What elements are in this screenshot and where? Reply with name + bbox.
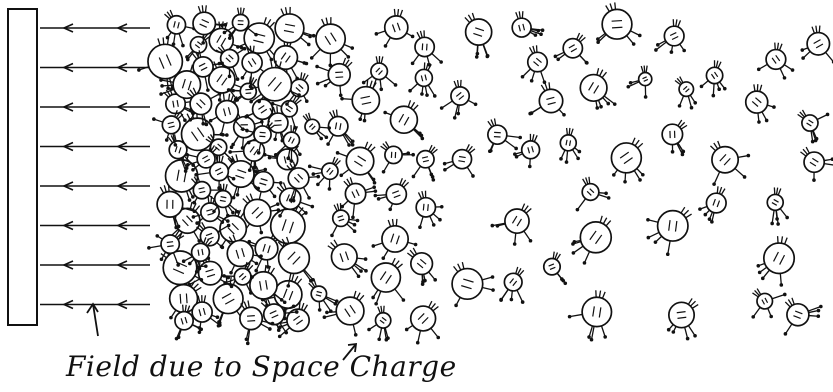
electron [367,306,391,342]
electron [411,30,443,66]
electron [309,280,339,313]
electron [383,100,424,140]
electron [611,138,644,184]
electron [675,77,697,110]
electron [580,68,616,110]
electron [568,290,612,341]
electron [303,113,331,141]
electron [784,298,823,336]
electron [596,2,642,45]
electron [512,11,544,37]
electron-cloud [137,2,833,345]
electron [667,298,698,340]
electron [465,13,492,59]
electron [336,142,377,185]
caption-pointer-left [87,304,98,336]
electron [700,60,727,97]
electron [798,110,830,143]
electron [662,120,687,156]
electron [559,128,581,164]
electron [756,236,794,287]
electron [710,141,750,186]
electron [513,134,539,168]
electron [275,7,315,46]
electron [310,17,354,67]
electrode-plate [8,9,37,325]
electron [528,82,565,116]
electron [800,26,833,64]
electron [440,80,478,120]
electron [340,80,379,123]
electron [626,66,651,99]
electron [751,289,786,319]
electron [646,207,691,256]
electron [654,19,686,54]
electron [407,248,437,286]
electron [452,262,495,307]
electron [698,186,726,223]
electron [412,145,438,182]
electron [554,33,589,65]
electron [499,267,524,304]
electron [328,240,368,278]
electron [491,204,533,246]
electron [488,118,522,153]
electron [315,58,352,97]
diagram-caption: Field due to Space Charge [66,350,457,383]
electron [374,178,409,211]
electron [571,216,611,265]
electron [767,187,789,225]
electron [521,45,548,84]
electron [371,258,405,305]
electron [375,9,415,48]
electron [576,177,611,212]
electron [408,62,436,97]
electron [544,252,567,285]
field-lines [40,24,150,309]
electron [372,219,418,260]
electron [330,203,359,237]
electron [746,84,776,124]
electron [757,43,794,80]
electron [308,157,341,191]
electron [443,144,475,177]
electron [416,191,443,229]
electron [405,301,440,344]
electron [800,147,833,182]
electron [381,142,415,174]
